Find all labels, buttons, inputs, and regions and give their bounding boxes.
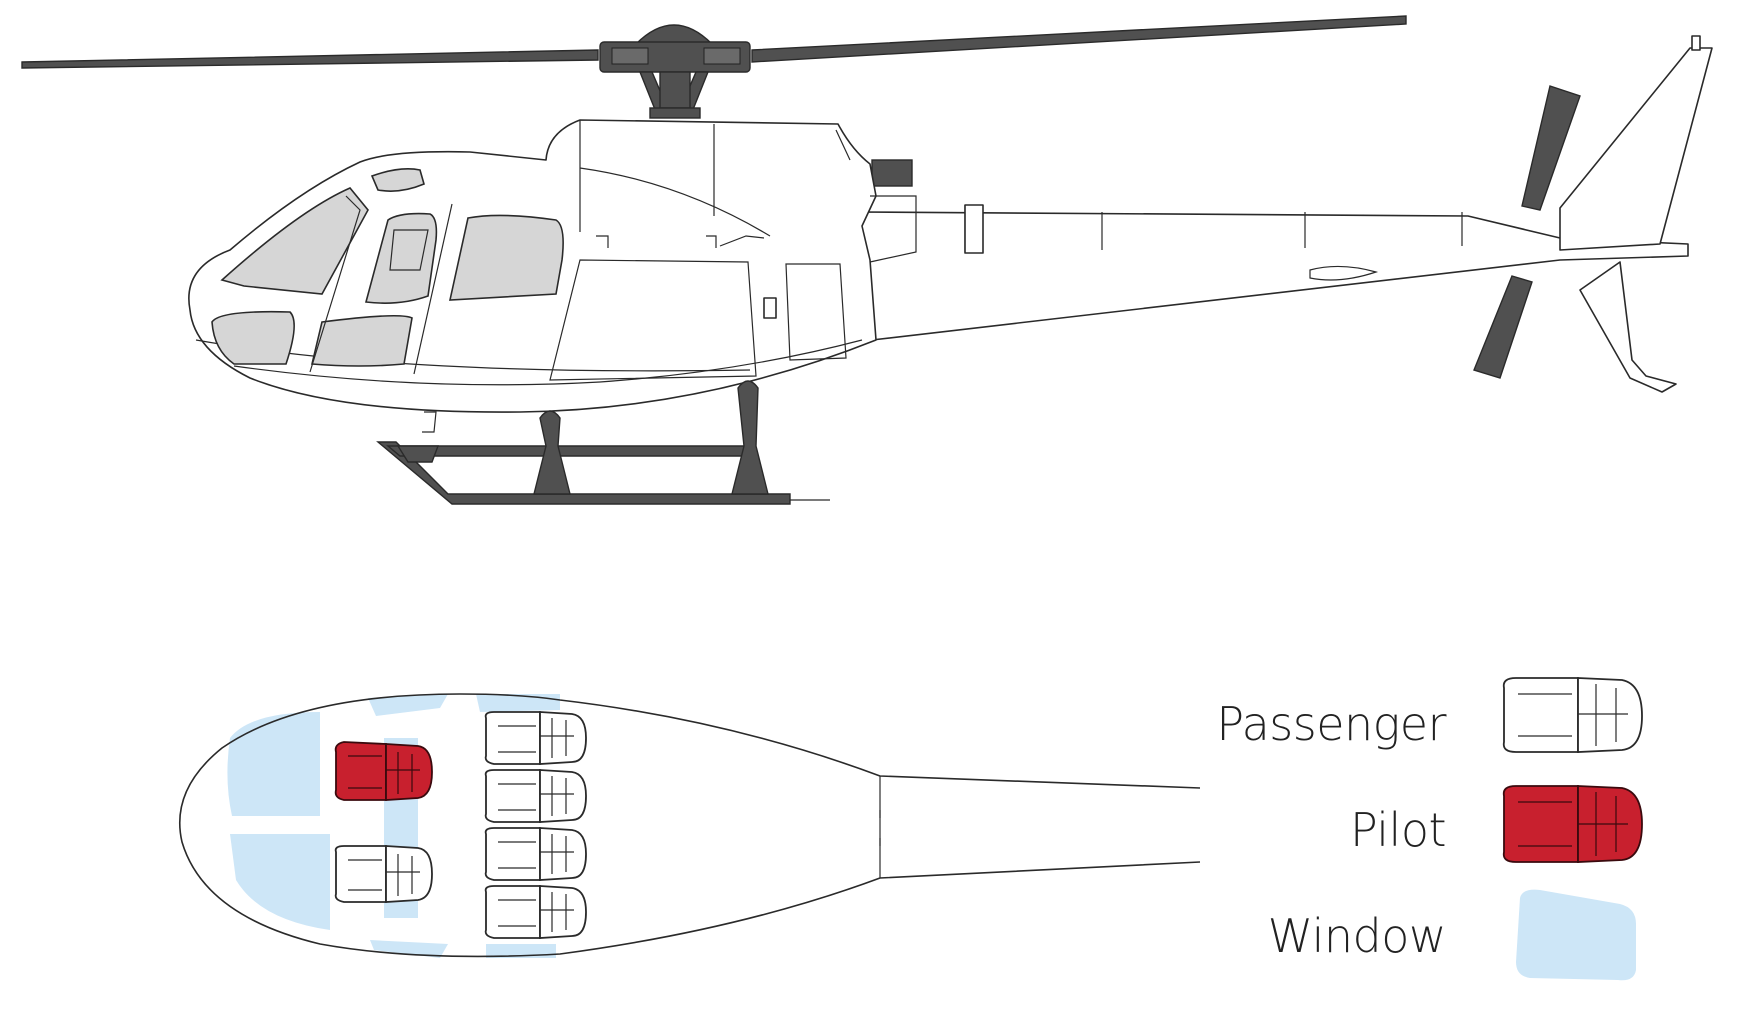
helicopter-top-view <box>178 693 1201 958</box>
tail-rotor-blade <box>1473 275 1533 379</box>
helicopter-side-view <box>21 15 1713 505</box>
door-window-rear <box>448 214 564 301</box>
legend-label-window: Window <box>1268 909 1446 963</box>
pilot-seat <box>334 741 433 801</box>
passenger-seat <box>484 827 587 881</box>
legend-swatch-pilot-seat <box>1502 785 1643 863</box>
legend-label-passenger: Passenger <box>1216 697 1446 751</box>
tail-fin <box>1559 47 1713 251</box>
window-area <box>227 712 320 816</box>
window-area <box>230 834 330 930</box>
passenger-seat <box>484 885 587 939</box>
chin-window <box>311 314 413 367</box>
passenger-seat <box>334 845 433 903</box>
legend-swatch-passenger-seat <box>1502 677 1643 753</box>
door-window-pilot <box>364 212 438 304</box>
main-rotor-blade <box>21 49 599 69</box>
legend-swatch-window <box>1516 889 1636 981</box>
landing-skid <box>376 380 830 505</box>
window-area <box>476 694 560 712</box>
passenger-seat <box>484 711 587 765</box>
fuselage-top-outline <box>178 693 1201 958</box>
chin-window <box>211 310 295 365</box>
legend: Passenger Pilot Window <box>1216 677 1643 981</box>
tail-boom <box>859 211 1689 341</box>
cockpit-window-upper <box>370 168 425 192</box>
main-rotor-blade <box>751 15 1407 63</box>
window-area <box>368 694 448 716</box>
windshield <box>220 187 369 295</box>
engine-exhaust <box>871 159 913 187</box>
rotor-hub <box>599 24 751 119</box>
window-area <box>370 940 448 958</box>
tail-rotor-blade <box>1521 85 1581 211</box>
rear-bench <box>484 711 587 939</box>
passenger-seat <box>484 769 587 823</box>
legend-label-pilot: Pilot <box>1350 803 1446 857</box>
